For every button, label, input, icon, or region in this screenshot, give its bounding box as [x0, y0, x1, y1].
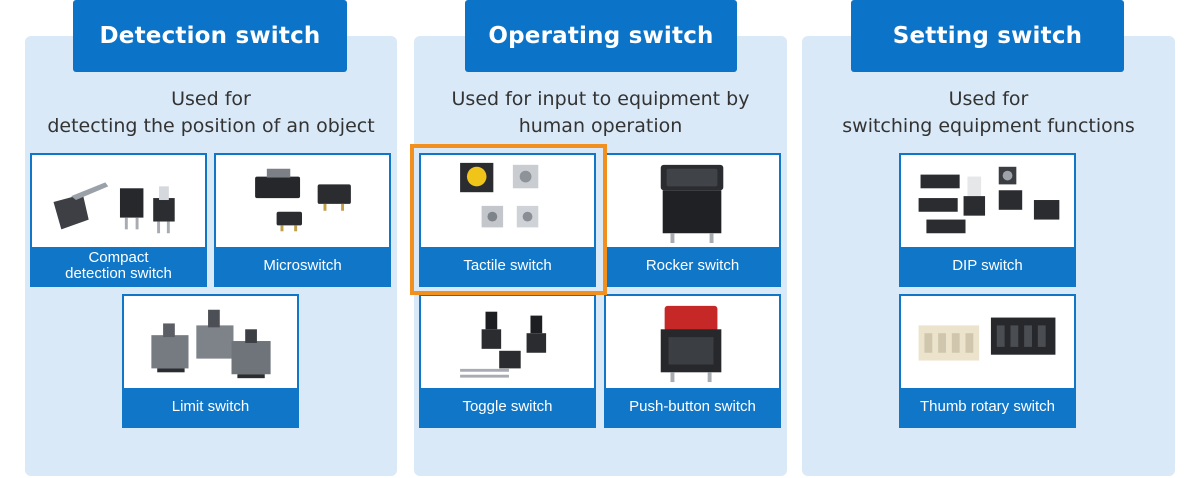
compact-detection-switch-photo	[32, 155, 205, 247]
push-button-switch-card[interactable]: Push-button switch	[604, 294, 781, 428]
detection-switch-description: Used for detecting the position of an ob…	[47, 88, 375, 137]
operating-switch-header: Operating switch	[465, 0, 737, 72]
detection-switch-header: Detection switch	[73, 0, 347, 72]
rocker-switch-photo	[606, 155, 779, 247]
setting-switch-description: Used for switching equipment functions	[842, 88, 1135, 137]
compact-detection-switch-label: Compact detection switch	[32, 247, 205, 285]
limit-switch-card[interactable]: Limit switch	[122, 294, 299, 428]
microswitch-label: Microswitch	[216, 247, 389, 285]
rocker-switch-card[interactable]: Rocker switch	[604, 153, 781, 287]
microswitch-photo	[216, 155, 389, 247]
tactile-switch-photo	[421, 155, 594, 247]
operating-switch-description: Used for input to equipment by human ope…	[451, 88, 750, 137]
detection-switch-title: Detection switch	[99, 23, 321, 49]
dip-switch-label: DIP switch	[901, 247, 1074, 285]
compact-detection-switch-card[interactable]: Compact detection switch	[30, 153, 207, 287]
toggle-switch-photo	[421, 296, 594, 388]
toggle-switch-card[interactable]: Toggle switch	[419, 294, 596, 428]
thumb-rotary-switch-photo	[901, 296, 1074, 388]
dip-switch-photo	[901, 155, 1074, 247]
push-button-switch-photo	[606, 296, 779, 388]
limit-switch-photo	[124, 296, 297, 388]
thumb-rotary-switch-label: Thumb rotary switch	[901, 388, 1074, 426]
tactile-switch-label: Tactile switch	[421, 247, 594, 285]
thumb-rotary-switch-card[interactable]: Thumb rotary switch	[899, 294, 1076, 428]
setting-switch-header: Setting switch	[851, 0, 1124, 72]
operating-switch-title: Operating switch	[488, 23, 714, 49]
rocker-switch-label: Rocker switch	[606, 247, 779, 285]
setting-switch-title: Setting switch	[892, 23, 1083, 49]
microswitch-card[interactable]: Microswitch	[214, 153, 391, 287]
toggle-switch-label: Toggle switch	[421, 388, 594, 426]
limit-switch-label: Limit switch	[124, 388, 297, 426]
push-button-switch-label: Push-button switch	[606, 388, 779, 426]
dip-switch-card[interactable]: DIP switch	[899, 153, 1076, 287]
tactile-switch-card[interactable]: Tactile switch	[419, 153, 596, 287]
